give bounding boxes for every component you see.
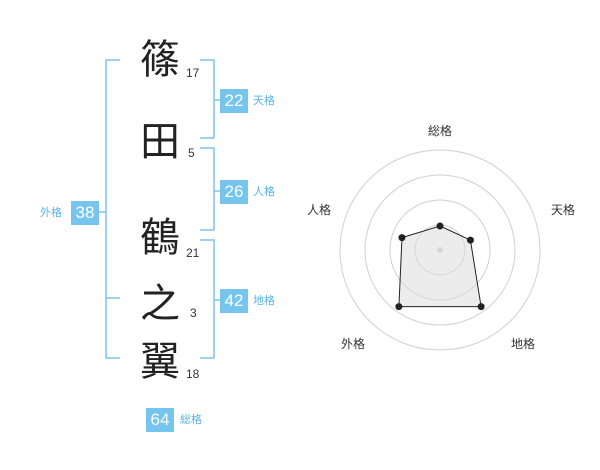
name-char-4: 之	[140, 281, 180, 327]
tenkaku-badge: 22	[220, 89, 248, 113]
soukaku-badge: 64	[146, 408, 174, 432]
radar-ring	[339, 149, 541, 351]
stroke-count-4: 3	[190, 306, 197, 320]
stroke-count-2: 5	[188, 146, 195, 160]
radar-point-2	[466, 236, 474, 244]
radar-axis-label-chikaku: 地格	[511, 337, 536, 351]
radar-ring	[364, 174, 516, 326]
chikaku-badge: 42	[220, 289, 248, 313]
radar-point-5	[398, 234, 406, 242]
tenkaku-bracket	[200, 59, 215, 139]
radar-point-4	[395, 303, 403, 311]
radar-axis-label-soukaku: 総格	[428, 124, 453, 138]
gaikaku-badge: 38	[71, 201, 99, 225]
stroke-count-3: 21	[186, 246, 200, 260]
name-char-3: 鶴	[140, 215, 180, 261]
radar-axis-label-gaikaku: 外格	[341, 337, 366, 351]
radar-point-1	[436, 222, 444, 230]
radar-point-3	[477, 303, 485, 311]
radar-polygon	[398, 225, 482, 308]
radar-axis-label-jinkaku: 人格	[307, 203, 332, 217]
chikaku-label: 地格	[253, 294, 275, 307]
jinkaku-badge: 26	[220, 180, 248, 204]
name-char-5: 翼	[140, 339, 180, 385]
radar-axis-label-tenkaku: 天格	[551, 203, 576, 217]
name-char-2: 田	[140, 119, 180, 165]
gaikaku-label: 外格	[40, 206, 62, 219]
chikaku-bracket	[200, 239, 215, 359]
gaikaku-bracket	[105, 59, 120, 359]
stroke-count-1: 17	[186, 66, 200, 80]
soukaku-label: 総格	[180, 413, 202, 426]
jinkaku-bracket	[200, 147, 215, 231]
tenkaku-label: 天格	[253, 94, 275, 107]
jinkaku-label: 人格	[253, 185, 275, 198]
name-char-1: 篠	[140, 37, 180, 83]
stroke-count-5: 18	[186, 367, 200, 381]
